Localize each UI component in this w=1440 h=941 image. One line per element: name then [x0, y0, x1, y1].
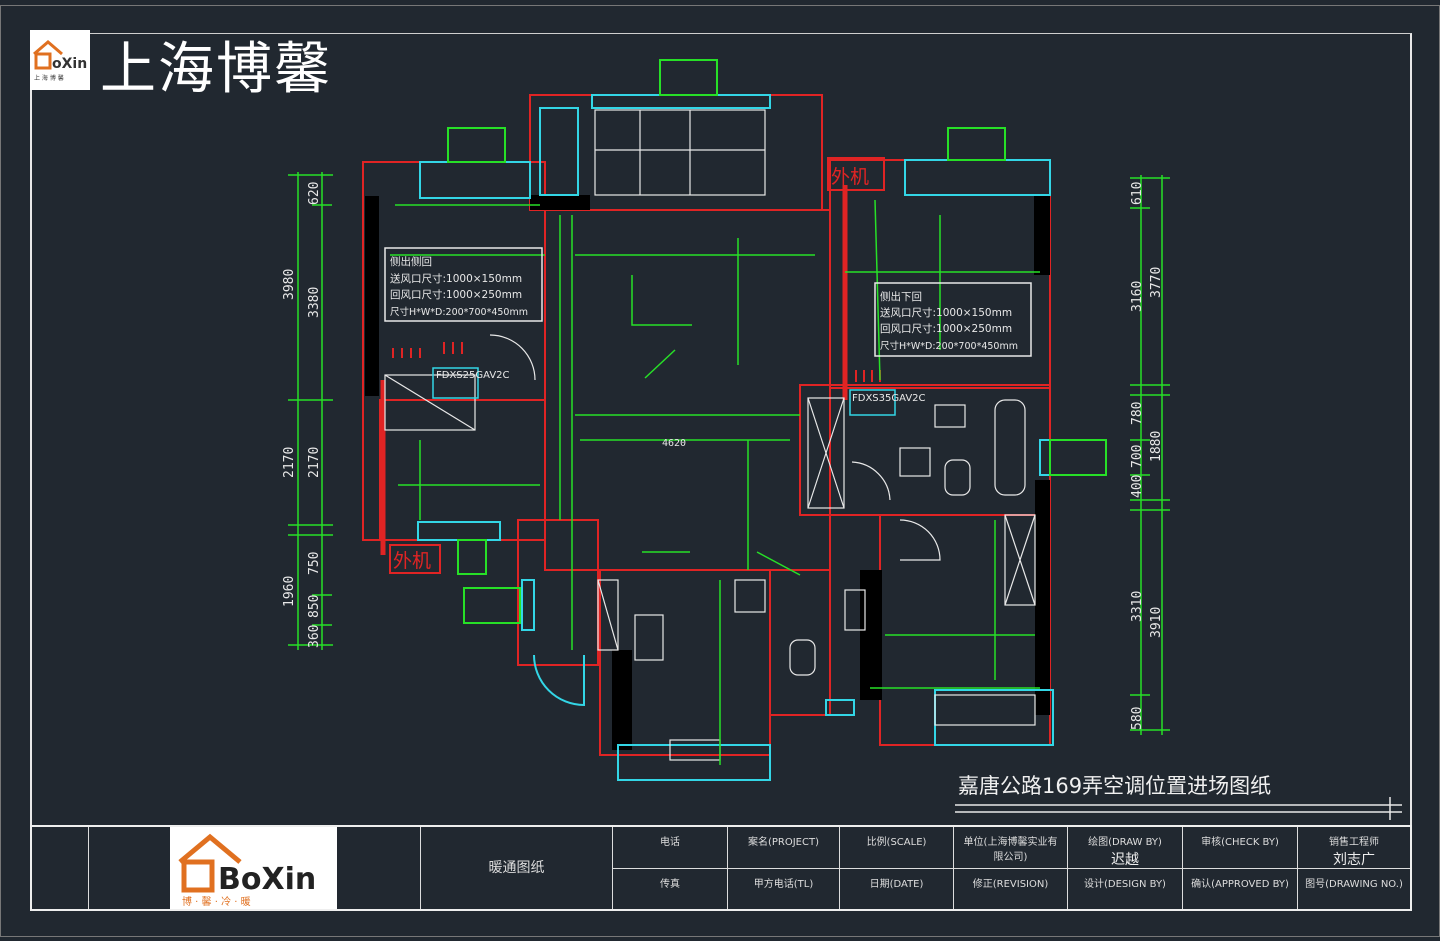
tb-cell: 确认(APPROVED BY) [1182, 868, 1297, 909]
spec-return: 回风口尺寸:1000×250mm [390, 288, 522, 301]
tb-cell: 绘图(DRAW BY) 迟越 [1067, 827, 1182, 868]
tb-label: 销售工程师 [1329, 837, 1379, 848]
tb-cell [88, 827, 170, 909]
tb-cell: 甲方电话(TL) [727, 868, 839, 909]
dim-label: 700 [1130, 445, 1145, 468]
spec-supply: 送风口尺寸:1000×150mm [880, 306, 1012, 319]
tb-cell: 审核(CHECK BY) [1182, 827, 1297, 868]
dim-label: 3910 [1149, 607, 1164, 638]
dim-label: 2170 [307, 447, 322, 478]
dim-label: 750 [307, 552, 322, 575]
dim-label: 3770 [1149, 267, 1164, 298]
spec-supply: 送风口尺寸:1000×150mm [390, 272, 522, 285]
spec-title: 侧出下回 [880, 290, 922, 303]
dim-label: 580 [1130, 707, 1145, 730]
tb-label: 日期(DATE) [869, 879, 924, 890]
tb-label: 甲方电话(TL) [753, 879, 814, 890]
left-unit-spec: 侧出侧回 送风口尺寸:1000×150mm 回风口尺寸:1000×250mm 尺… [384, 247, 543, 381]
tb-cell: 比例(SCALE) [839, 827, 953, 868]
dim-label: 850 [307, 595, 322, 618]
svg-text:上 海 博 馨: 上 海 博 馨 [34, 74, 64, 82]
tb-cell: 设计(DESIGN BY) [1067, 868, 1182, 909]
tb-label: 比例(SCALE) [866, 837, 927, 848]
tb-cell: 单位(上海博馨实业有限公司) [953, 827, 1067, 868]
company-title: 上海博馨 [100, 37, 332, 102]
svg-text:博 · 馨 · 冷 · 暖: 博 · 馨 · 冷 · 暖 [182, 895, 251, 908]
dim-label: 3310 [1130, 591, 1145, 622]
spec-title: 侧出侧回 [390, 255, 432, 268]
tb-label: 审核(CHECK BY) [1201, 837, 1279, 848]
title-block: BoXin 博 · 馨 · 冷 · 暖 暖通图纸 电话传真 案名(PROJECT)… [30, 825, 1412, 911]
dim-label: 610 [1130, 182, 1145, 205]
ac-airflow-arrows [392, 342, 881, 382]
dim-label: 3980 [282, 269, 297, 300]
tb-label: 修正(REVISION) [972, 879, 1049, 890]
svg-text:oXin: oXin [52, 56, 87, 72]
tb-label: 案名(PROJECT) [747, 837, 819, 848]
logo-icon: BoXin 博 · 馨 · 冷 · 暖 [178, 833, 316, 908]
svg-text:BoXin: BoXin [218, 862, 316, 897]
tb-cell: 图号(DRAWING NO.) [1297, 868, 1410, 909]
dim-label: 360 [307, 625, 322, 648]
tb-label: 单位(上海博馨实业有限公司) [963, 837, 1058, 863]
dim-label: 1960 [282, 576, 297, 607]
dim-label: 2170 [282, 447, 297, 478]
tb-value: 刘志广 [1333, 852, 1375, 868]
title-block-logo: BoXin 博 · 馨 · 冷 · 暖 [170, 827, 337, 909]
dim-label: 3380 [307, 287, 322, 318]
dimension-labels: 3980 2170 1960 620 3380 2170 750 850 360… [282, 182, 1164, 730]
spec-size: 尺寸H*W*D:200*700*450mm [880, 340, 1018, 352]
dim-label: 1880 [1149, 431, 1164, 462]
dim-label: 780 [1130, 402, 1145, 425]
unit-model: FDXS35GAV2C [852, 393, 926, 404]
tb-label: 确认(APPROVED BY) [1191, 879, 1289, 890]
fixtures [384, 109, 1036, 761]
tb-cell: 日期(DATE) [839, 868, 953, 909]
spec-size: 尺寸H*W*D:200*700*450mm [390, 306, 528, 318]
outdoor-unit-label: 外机 [831, 166, 869, 188]
tb-cell: 销售工程师刘志广 [1297, 827, 1410, 868]
tb-cell: 电话 [612, 827, 727, 868]
tb-label: 传真 [660, 879, 680, 890]
windows [417, 59, 1107, 781]
tb-cell: 传真 [612, 868, 727, 909]
tb-cell: 修正(REVISION) [953, 868, 1067, 909]
drawing-type: 暖通图纸 [420, 827, 612, 909]
company-logo: oXin 上 海 博 馨 [30, 30, 90, 90]
tb-value: 迟越 [1111, 852, 1139, 868]
logo-icon: oXin 上 海 博 馨 [33, 40, 87, 82]
ac-units [432, 367, 896, 416]
outdoor-unit-label: 外机 [393, 550, 431, 572]
tb-cell: 案名(PROJECT) [727, 827, 839, 868]
wall-fill [365, 195, 1050, 750]
right-unit-spec: 侧出下回 送风口尺寸:1000×150mm 回风口尺寸:1000×250mm 尺… [852, 282, 1032, 404]
tb-label: 电话 [660, 837, 680, 848]
tb-label: 图号(DRAWING NO.) [1305, 879, 1403, 890]
dim-label: 620 [307, 182, 322, 205]
tb-label: 绘图(DRAW BY) [1088, 837, 1162, 848]
dim-label: 3160 [1130, 281, 1145, 312]
tb-label: 设计(DESIGN BY) [1084, 879, 1166, 890]
dimension-lines [288, 172, 1170, 765]
dim-label: 4620 [662, 438, 686, 449]
unit-model: FDXS25GAV2C [436, 370, 510, 381]
dim-label: 400 [1130, 475, 1145, 498]
drawing-caption: 嘉唐公路169弄空调位置进场图纸 [958, 774, 1272, 798]
spec-return: 回风口尺寸:1000×250mm [880, 322, 1012, 335]
caption-underline [955, 797, 1402, 820]
